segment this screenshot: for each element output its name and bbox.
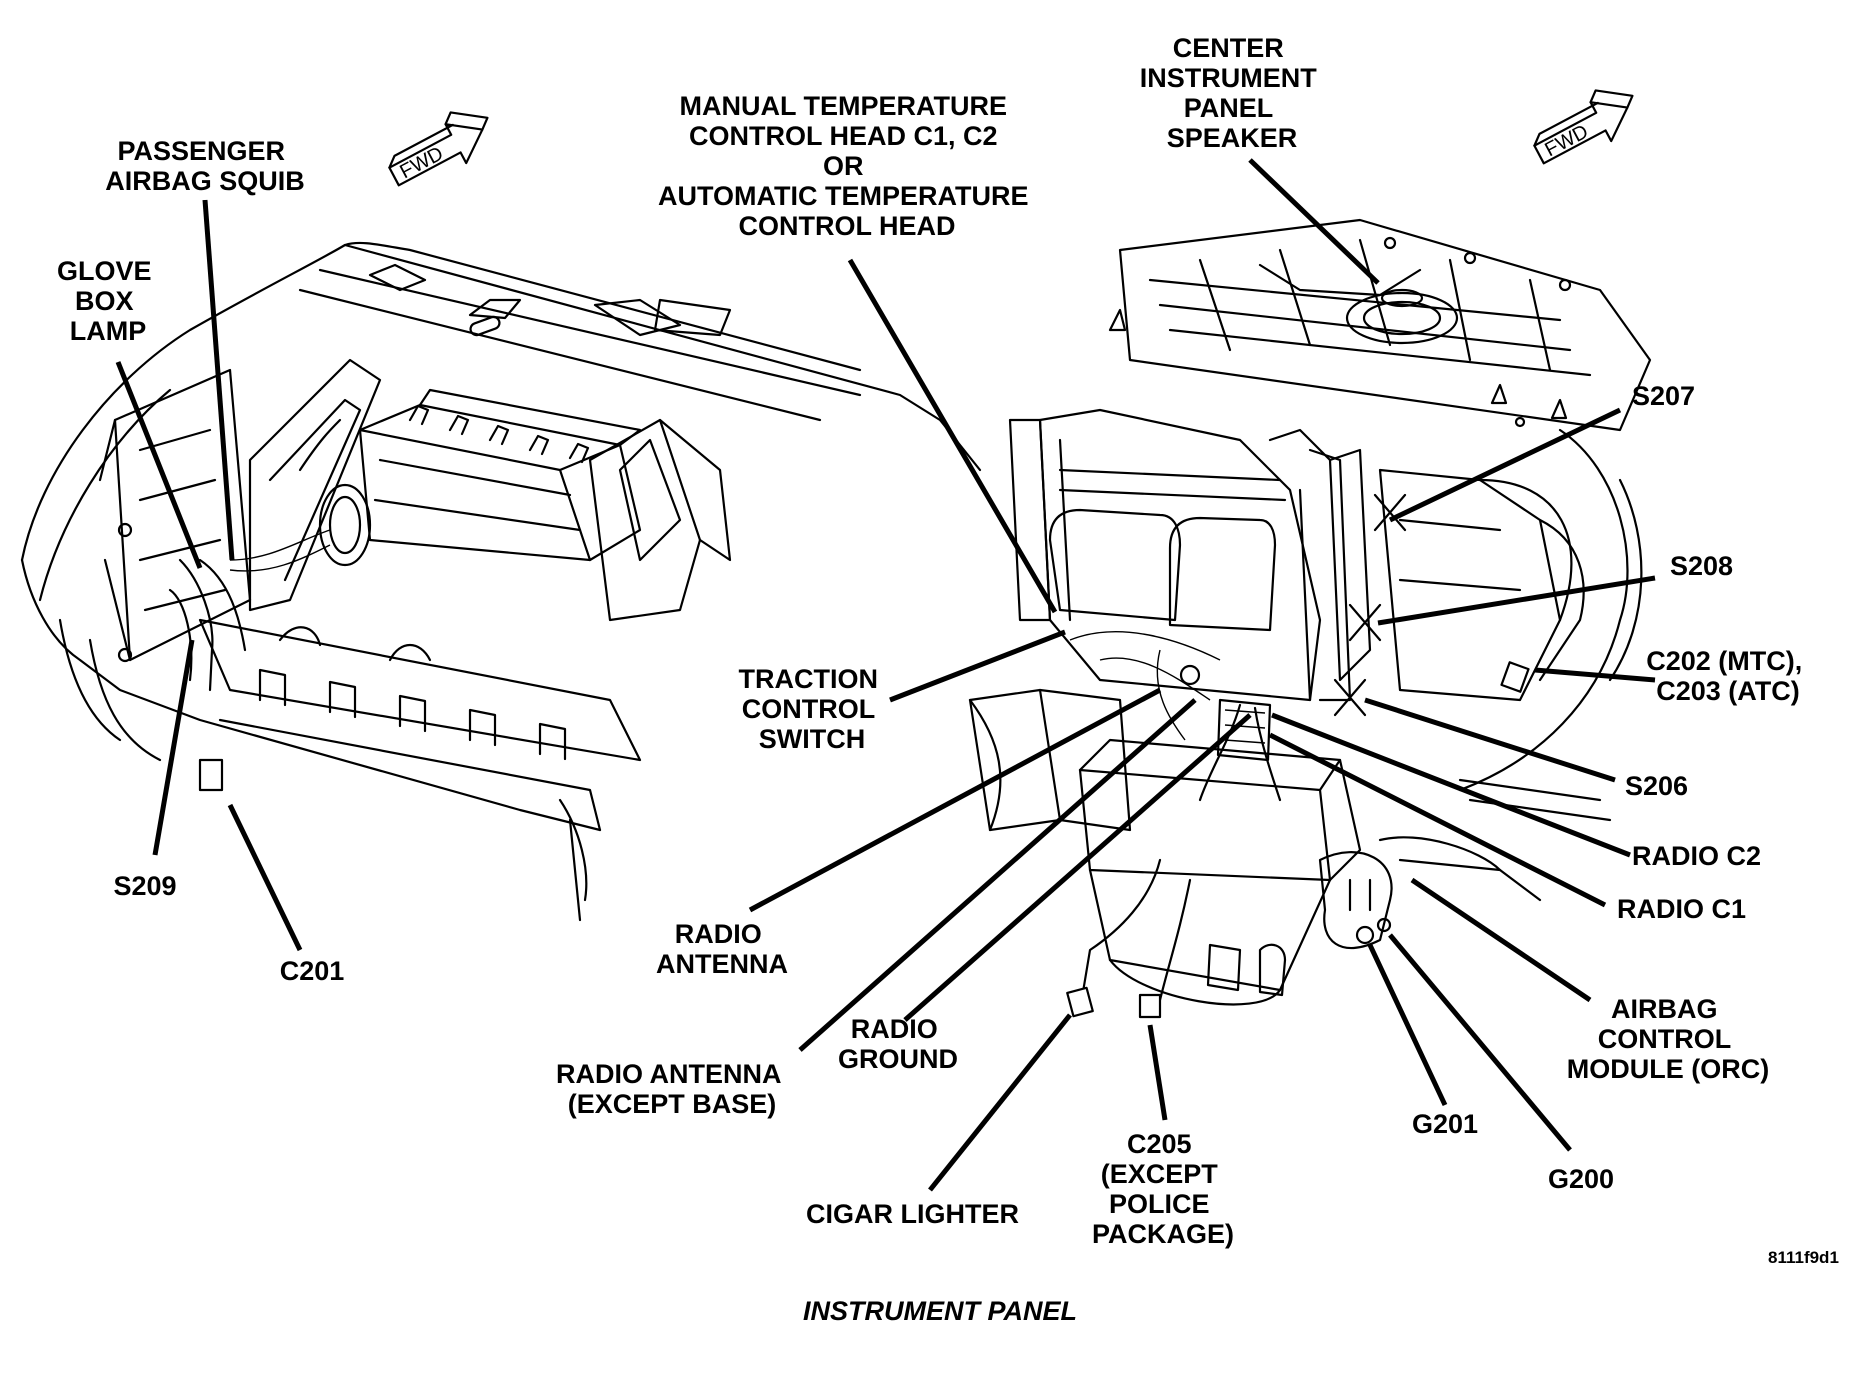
label-radio-ground: RADIO GROUND xyxy=(838,1014,958,1074)
label-center-speaker: CENTER INSTRUMENT PANEL SPEAKER xyxy=(1140,33,1325,153)
label-line: PACKAGE) xyxy=(1092,1219,1234,1249)
label-radio-antenna: RADIO ANTENNA xyxy=(656,919,788,979)
label-cigar-lighter: CIGAR LIGHTER xyxy=(806,1199,1019,1229)
leader-radio-antenna-except-base xyxy=(798,698,1197,1052)
leader-radio-antenna xyxy=(748,687,1162,913)
label-c205: C205 (EXCEPT POLICE PACKAGE) xyxy=(1092,1129,1234,1249)
label-line: RADIO ANTENNA xyxy=(556,1059,781,1089)
label-radio-c1: RADIO C1 xyxy=(1617,894,1746,924)
label-line: SWITCH xyxy=(759,724,865,754)
label-line: (EXCEPT xyxy=(1101,1159,1219,1189)
label-airbag-control-module: AIRBAG CONTROL MODULE (ORC) xyxy=(1567,994,1769,1084)
label-line: PANEL xyxy=(1184,93,1273,123)
fwd-label-left: FWD xyxy=(396,143,447,184)
leader-airbag-control-module xyxy=(1410,877,1592,1003)
left-instrument-panel-drawing xyxy=(20,241,982,922)
label-line: AIRBAG xyxy=(1611,994,1718,1024)
label-line: TRACTION xyxy=(739,664,878,694)
leader-c205 xyxy=(1147,1024,1168,1121)
leader-s206 xyxy=(1364,697,1616,783)
label-line: INSTRUMENT xyxy=(1140,63,1317,93)
right-instrument-panel-drawing xyxy=(968,218,1652,1019)
leader-cigar-lighter xyxy=(928,1013,1072,1192)
label-line: C202 (MTC), xyxy=(1646,646,1802,676)
label-line: CENTER xyxy=(1173,33,1284,63)
leader-center-speaker xyxy=(1248,158,1380,285)
label-line: RADIO xyxy=(851,1014,938,1044)
label-line: ANTENNA xyxy=(656,949,788,979)
leader-c201 xyxy=(227,803,303,952)
label-line: SPEAKER xyxy=(1167,123,1298,153)
label-glove-box-lamp: GLOVE BOX LAMP xyxy=(57,256,159,346)
label-line: CONTROL xyxy=(742,694,875,724)
leader-radio-ground xyxy=(903,713,1252,1022)
leader-lines xyxy=(115,158,1656,1192)
left-view-labels: PASSENGER AIRBAG SQUIB GLOVE BOX LAMP S2… xyxy=(57,136,344,986)
label-line: CONTROL HEAD C1, C2 xyxy=(689,121,998,151)
label-line: GLOVE xyxy=(57,256,152,286)
leader-passenger-airbag-squib xyxy=(202,199,235,561)
leader-g200 xyxy=(1388,933,1572,1152)
leader-traction-control-switch xyxy=(889,629,1066,703)
fwd-label-right: FWD xyxy=(1541,121,1592,162)
label-traction-control-switch: TRACTION CONTROL SWITCH xyxy=(739,664,886,754)
label-line: AUTOMATIC TEMPERATURE xyxy=(658,181,1029,211)
leader-temp-control-head xyxy=(847,258,1058,614)
leader-radio-c1 xyxy=(1268,732,1607,908)
fwd-arrow-right: FWD xyxy=(1533,89,1634,165)
leader-s207 xyxy=(1388,407,1622,523)
label-passenger-airbag-squib: PASSENGER AIRBAG SQUIB xyxy=(105,136,305,196)
label-s208: S208 xyxy=(1670,551,1733,581)
figure-caption: INSTRUMENT PANEL xyxy=(803,1296,1077,1326)
label-temp-control-head: MANUAL TEMPERATURE CONTROL HEAD C1, C2 O… xyxy=(658,91,1036,241)
label-line: POLICE xyxy=(1109,1189,1210,1219)
label-c202-c203: C202 (MTC), C203 (ATC) xyxy=(1646,646,1810,706)
right-view-labels: MANUAL TEMPERATURE CONTROL HEAD C1, C2 O… xyxy=(556,33,1810,1249)
label-line: GROUND xyxy=(838,1044,958,1074)
label-line: MANUAL TEMPERATURE xyxy=(679,91,1007,121)
label-s206: S206 xyxy=(1625,771,1688,801)
label-radio-antenna-except-base: RADIO ANTENNA (EXCEPT BASE) xyxy=(556,1059,788,1119)
label-line: C205 xyxy=(1127,1129,1192,1159)
label-line: C203 (ATC) xyxy=(1656,676,1800,706)
label-g201: G201 xyxy=(1412,1109,1478,1139)
label-s207: S207 xyxy=(1632,381,1695,411)
label-radio-c2: RADIO C2 xyxy=(1632,841,1761,871)
label-line: OR xyxy=(823,151,864,181)
label-line: (EXCEPT BASE) xyxy=(568,1089,777,1119)
label-line: CONTROL HEAD xyxy=(738,211,955,241)
label-line: AIRBAG SQUIB xyxy=(105,166,305,196)
label-line: BOX xyxy=(75,286,134,316)
label-line: RADIO xyxy=(675,919,762,949)
label-line: CONTROL xyxy=(1598,1024,1731,1054)
label-g200: G200 xyxy=(1548,1164,1614,1194)
label-line: LAMP xyxy=(70,316,147,346)
leader-glove-box-lamp xyxy=(115,361,203,569)
leader-c202-c203 xyxy=(1534,667,1656,683)
leader-s209 xyxy=(152,639,195,856)
label-line: PASSENGER xyxy=(117,136,285,166)
leader-radio-c2 xyxy=(1271,712,1631,858)
label-s209: S209 xyxy=(113,871,176,901)
figure-id: 8111f9d1 xyxy=(1768,1248,1839,1267)
label-c201: C201 xyxy=(280,956,345,986)
fwd-arrow-left: FWD xyxy=(388,111,489,187)
leader-s208 xyxy=(1377,575,1656,626)
leader-g201 xyxy=(1367,943,1448,1107)
label-line: MODULE (ORC) xyxy=(1567,1054,1769,1084)
